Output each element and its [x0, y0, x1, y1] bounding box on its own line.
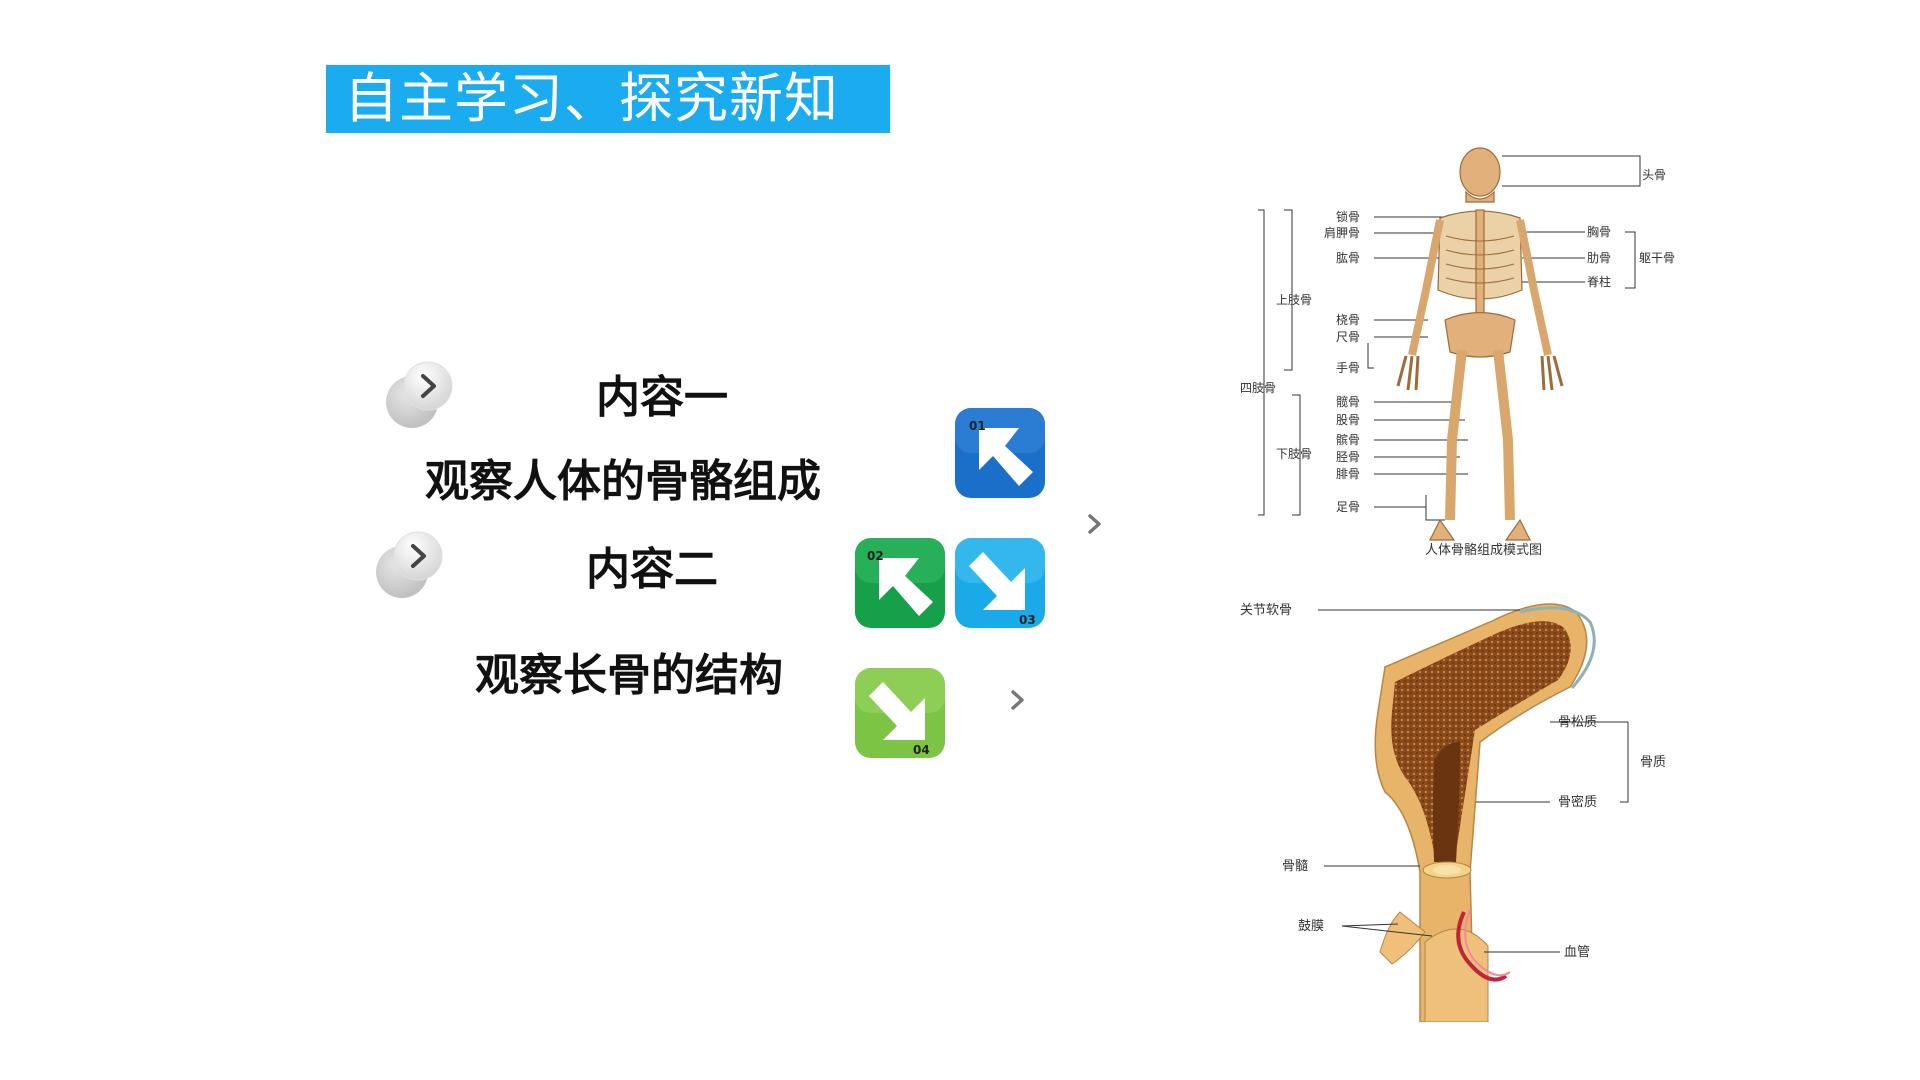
- skeleton-diagram: 头骨 锁骨 肩胛骨 肱骨 上肢骨 桡骨 尺骨 手骨 四肢骨 髋骨 股骨 髌骨 下…: [1240, 147, 1675, 558]
- label-spine: 脊柱: [1587, 274, 1611, 289]
- label-fibula: 腓骨: [1336, 466, 1360, 481]
- title-banner: 自主学习、探究新知: [326, 65, 890, 133]
- label-tibia: 胫骨: [1336, 450, 1360, 464]
- content-1-text: 观察人体的骨骼组成: [425, 456, 821, 507]
- chevron-right-icon[interactable]: [374, 528, 446, 600]
- content-1-heading: 内容一: [596, 372, 728, 423]
- tile-02-arrow-icon[interactable]: 02: [853, 536, 949, 632]
- label-hip: 髋骨: [1336, 394, 1360, 409]
- label-compact: 骨密质: [1558, 794, 1597, 810]
- label-sternum: 胸骨: [1587, 224, 1611, 239]
- label-substance: 骨质: [1640, 755, 1666, 770]
- label-trunk: 躯干骨: [1639, 250, 1675, 265]
- tile-label: 04: [913, 743, 930, 757]
- tile-label: 02: [867, 549, 884, 563]
- content-2-heading: 内容二: [586, 544, 718, 595]
- chevron-right-icon: [1011, 690, 1024, 710]
- label-head: 头骨: [1642, 168, 1666, 182]
- label-marrow: 骨髓: [1282, 859, 1308, 874]
- label-rib: 肋骨: [1587, 250, 1611, 265]
- long-bone-diagram: 关节软骨 骨松质 骨质 骨密质 骨髓 鼓膜 血管: [1240, 603, 1666, 1022]
- chevron-right-icon: [1088, 514, 1101, 534]
- tile-01-arrow-icon[interactable]: 01: [953, 406, 1049, 502]
- label-lower-limb: 下肢骨: [1276, 446, 1312, 461]
- tile-03-arrow-icon[interactable]: 03: [953, 536, 1049, 632]
- content-2-text: 观察长骨的结构: [475, 650, 783, 701]
- label-vessel: 血管: [1564, 945, 1590, 960]
- label-hand: 手骨: [1336, 361, 1360, 375]
- label-humerus: 肱骨: [1336, 250, 1360, 265]
- chevron-right-icon[interactable]: [384, 358, 456, 430]
- label-patella: 髌骨: [1336, 432, 1360, 447]
- tile-04-arrow-icon[interactable]: 04: [853, 666, 949, 762]
- label-femur: 股骨: [1336, 413, 1360, 427]
- label-ulna: 尺骨: [1336, 330, 1360, 344]
- label-spongy: 骨松质: [1558, 715, 1597, 730]
- skeleton-caption: 人体骨骼组成模式图: [1425, 542, 1542, 558]
- label-radius: 桡骨: [1336, 312, 1360, 327]
- label-scapula: 肩胛骨: [1324, 225, 1360, 240]
- label-upper-limb: 上肢骨: [1276, 292, 1312, 307]
- label-four-limbs: 四肢骨: [1240, 380, 1276, 395]
- page-title: 自主学习、探究新知: [344, 67, 839, 130]
- tile-label: 01: [969, 419, 986, 433]
- tile-label: 03: [1019, 613, 1036, 627]
- label-cartilage: 关节软骨: [1240, 603, 1292, 618]
- label-periosteum: 鼓膜: [1298, 919, 1324, 934]
- label-foot: 足骨: [1336, 500, 1360, 514]
- label-clavicle: 锁骨: [1336, 209, 1360, 224]
